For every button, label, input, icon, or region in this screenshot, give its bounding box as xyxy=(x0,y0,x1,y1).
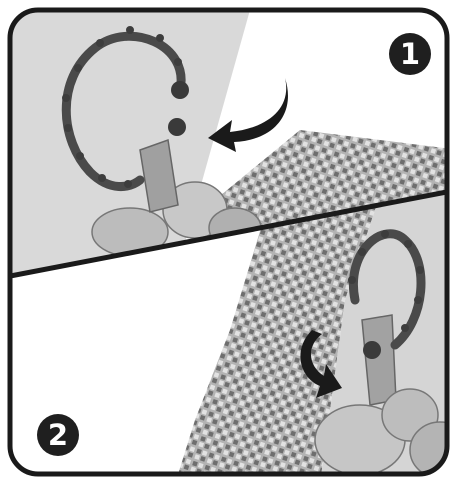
step-2-badge: 2 xyxy=(37,414,79,456)
step-1-badge: 1 xyxy=(389,33,431,75)
step-1-number: 1 xyxy=(400,37,420,71)
step-2-number: 2 xyxy=(48,418,68,452)
